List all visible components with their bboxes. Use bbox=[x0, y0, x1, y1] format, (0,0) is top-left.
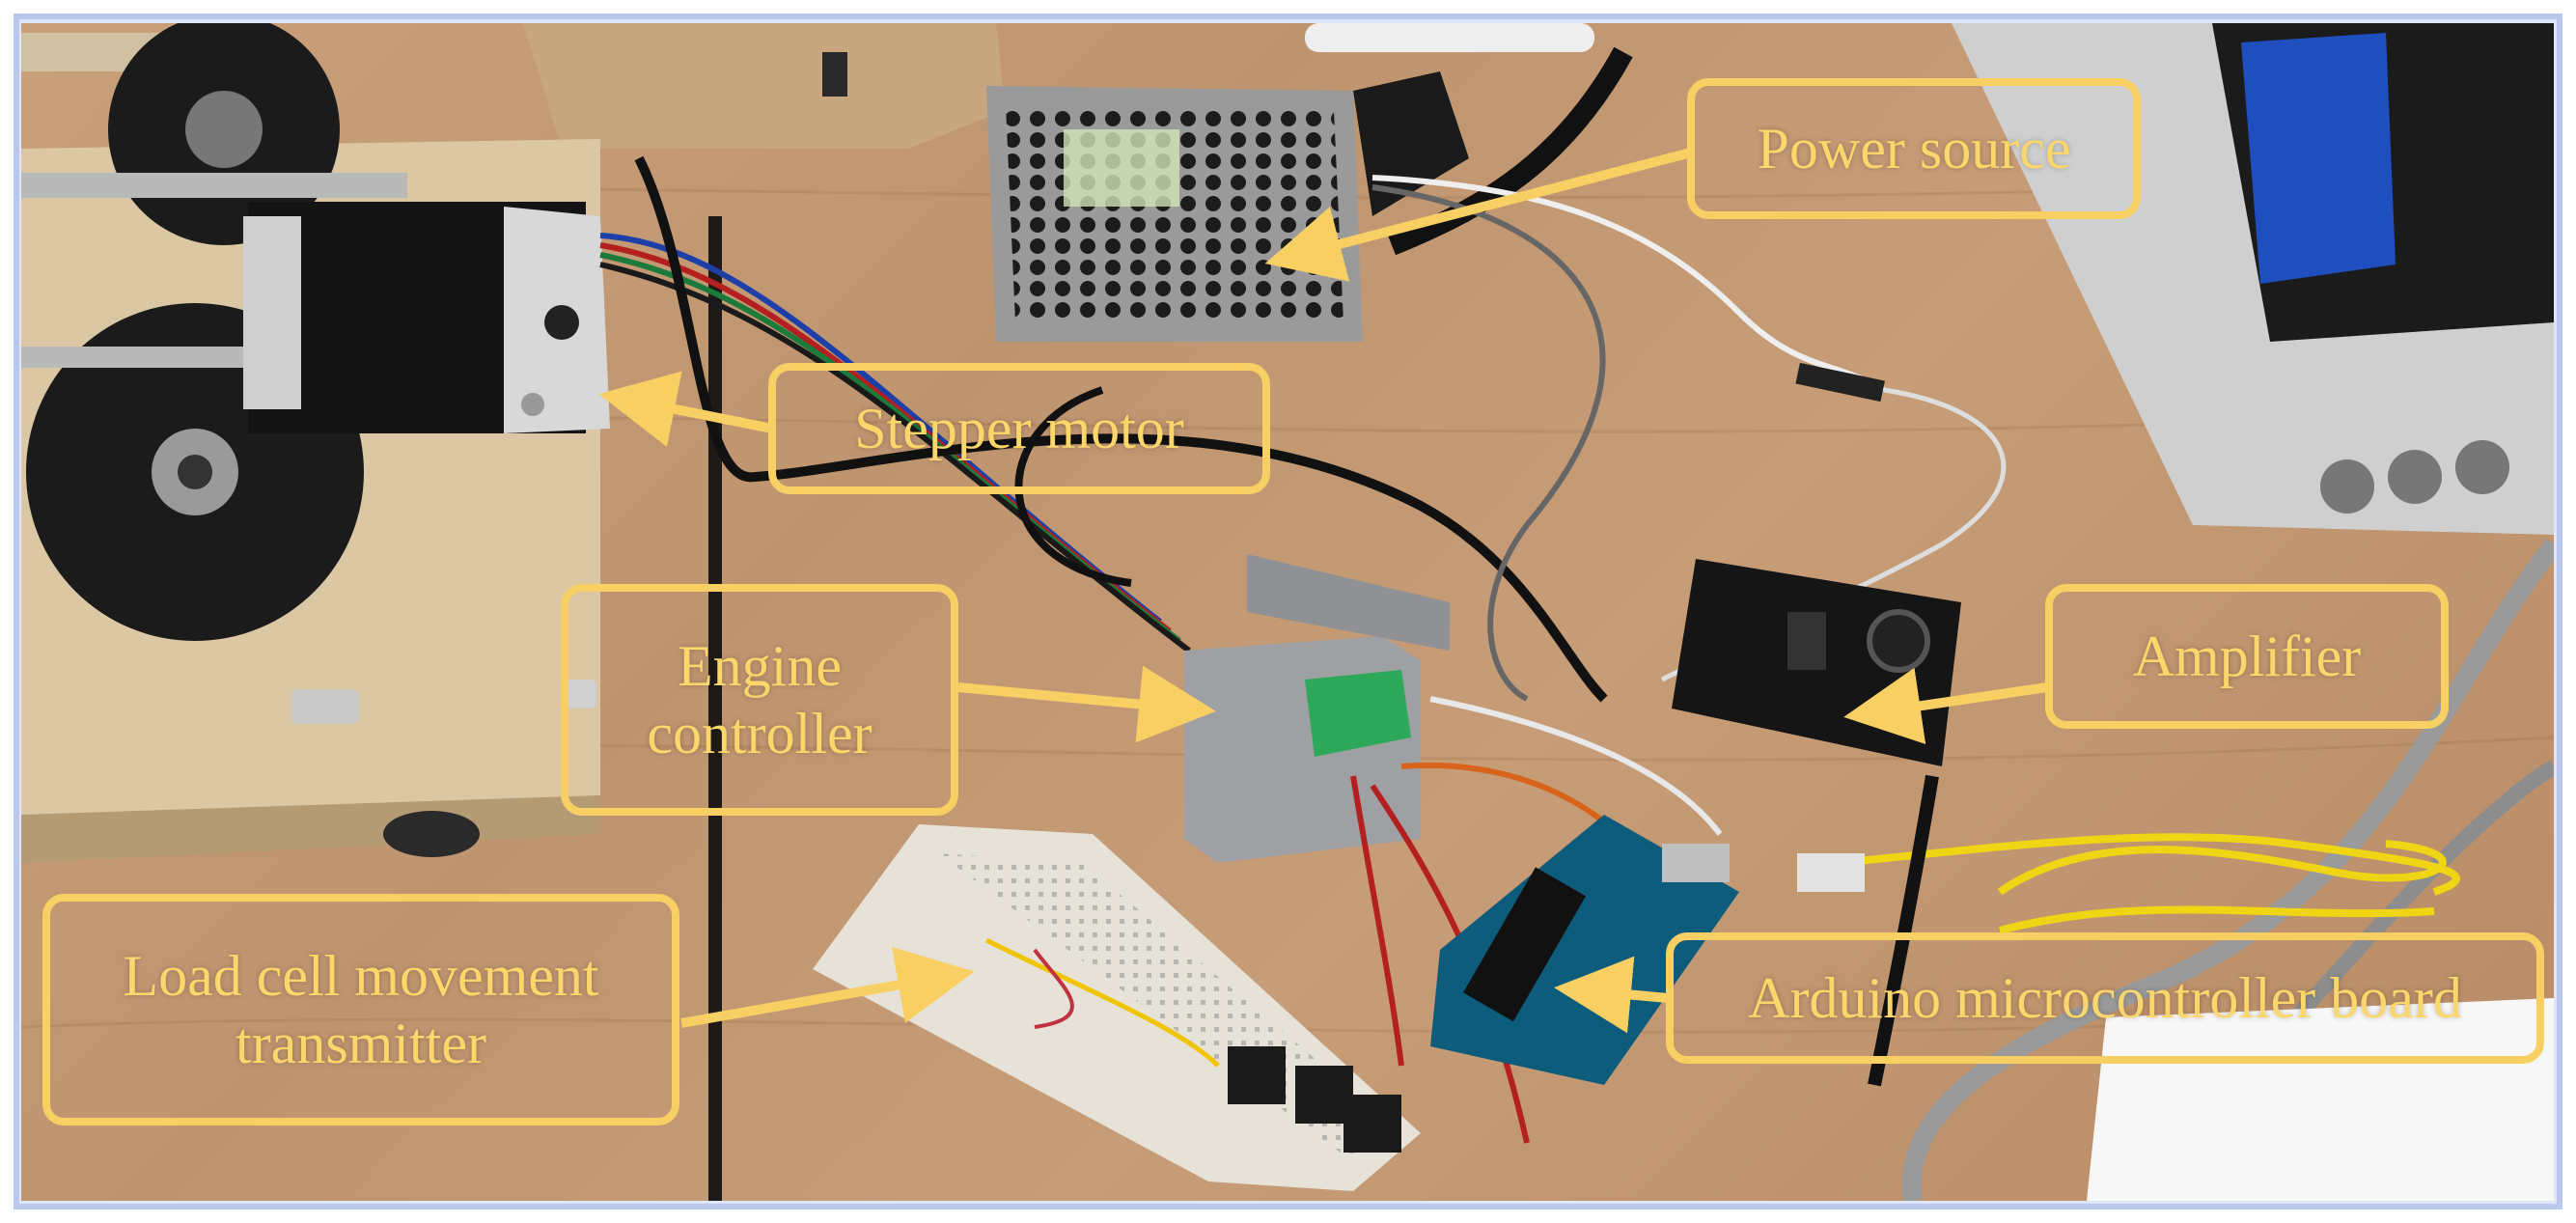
label-engine-controller-line1: Engine bbox=[678, 633, 842, 698]
label-arduino-text: Arduino microcontroller board bbox=[1748, 965, 2462, 1030]
arduino-board bbox=[1430, 815, 1739, 1085]
label-power-source-text: Power source bbox=[1757, 116, 2071, 181]
label-engine-controller: Engine controller bbox=[561, 584, 958, 816]
usb-cable bbox=[1835, 833, 2460, 934]
amplifier-board bbox=[1672, 559, 1961, 766]
table-edge bbox=[708, 216, 722, 1201]
daq-device bbox=[1952, 23, 2554, 535]
label-arduino: Arduino microcontroller board bbox=[1666, 932, 2544, 1064]
label-stepper-motor-text: Stepper motor bbox=[854, 396, 1184, 460]
lab-setup-photo bbox=[21, 23, 2554, 1201]
label-amplifier: Amplifier bbox=[2045, 584, 2449, 729]
label-load-cell-line1: Load cell movement bbox=[123, 943, 599, 1008]
engine-controller-box bbox=[1184, 554, 1450, 863]
label-amplifier-text: Amplifier bbox=[2132, 624, 2362, 688]
image-frame bbox=[14, 14, 2562, 1209]
photo-scene bbox=[21, 23, 2554, 1201]
label-power-source: Power source bbox=[1687, 78, 2141, 219]
power-supply bbox=[986, 71, 1469, 342]
label-load-cell-line2: transmitter bbox=[235, 1012, 486, 1075]
label-engine-controller-line2: controller bbox=[647, 702, 873, 765]
breadboard bbox=[813, 824, 1421, 1191]
label-stepper-motor: Stepper motor bbox=[768, 363, 1270, 494]
stepper-motor bbox=[243, 202, 610, 433]
label-load-cell-transmitter: Load cell movement transmitter bbox=[42, 894, 679, 1126]
